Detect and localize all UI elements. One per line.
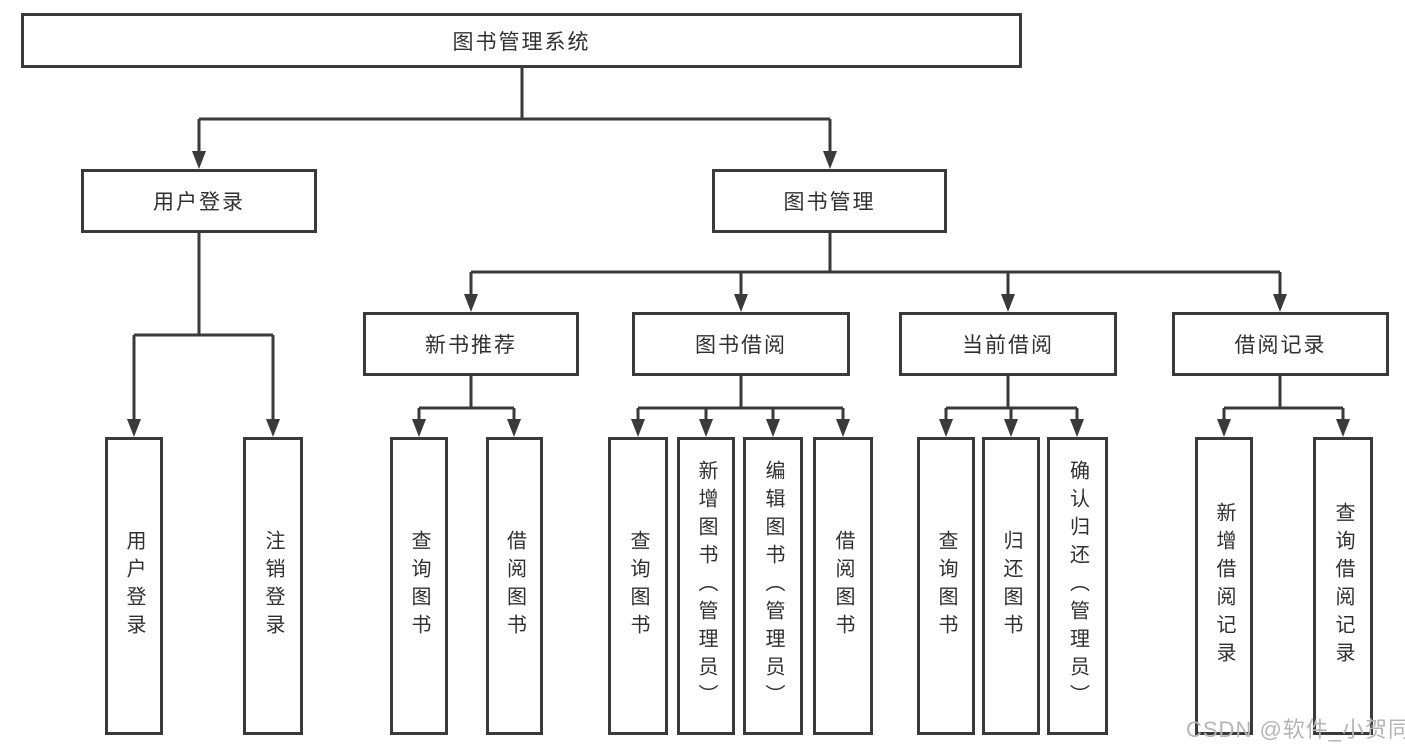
node-label: 查询借阅记录 (1332, 502, 1354, 670)
node-book-borrowing: 图书借阅 (632, 312, 850, 376)
node-label: 注销登录 (262, 530, 284, 642)
node-label: 用户登录 (153, 191, 245, 214)
node-label: 借阅记录 (1234, 334, 1327, 357)
node-user-login: 用户登录 (81, 169, 317, 233)
node-label: 编辑图书（管理员） (762, 460, 784, 712)
node-label: 图书管理系统 (452, 30, 591, 54)
node-label: 确认归还（管理员） (1066, 460, 1089, 712)
node-label: 新增借阅记录 (1213, 502, 1235, 670)
node-library-management-system: 图书管理系统 (21, 13, 1022, 68)
leaf-query-books: 查询图书 (917, 437, 975, 735)
node-label: 查询图书 (935, 530, 957, 642)
node-label: 查询图书 (627, 530, 649, 642)
node-current-borrowing: 当前借阅 (899, 312, 1117, 376)
node-label: 借阅图书 (503, 530, 526, 642)
leaf-query-books: 查询图书 (608, 437, 668, 735)
node-label: 查询图书 (408, 530, 430, 642)
leaf-edit-book-admin: 编辑图书（管理员） (743, 437, 803, 735)
node-new-book-recommendation: 新书推荐 (363, 312, 579, 376)
leaf-confirm-return-admin: 确认归还（管理员） (1047, 437, 1108, 735)
node-label: 用户登录 (123, 530, 145, 642)
leaf-borrow-books: 借阅图书 (813, 437, 873, 735)
node-label: 借阅图书 (832, 530, 854, 642)
node-label: 新书推荐 (425, 334, 517, 357)
node-label: 当前借阅 (962, 334, 1054, 357)
leaf-return-books: 归还图书 (982, 437, 1040, 735)
csdn-watermark: CSDN @软件_小贺同学 (1186, 717, 1405, 742)
leaf-add-book-admin: 新增图书（管理员） (677, 437, 735, 735)
leaf-query-borrowing-record: 查询借阅记录 (1313, 437, 1373, 735)
node-book-management: 图书管理 (712, 169, 947, 233)
leaf-query-books: 查询图书 (390, 437, 448, 735)
leaf-add-borrowing-record: 新增借阅记录 (1195, 437, 1253, 735)
leaf-borrow-books: 借阅图书 (486, 437, 543, 735)
node-label: 新增图书（管理员） (695, 460, 717, 712)
node-borrowing-records: 借阅记录 (1172, 312, 1389, 376)
node-label: 图书管理 (783, 191, 876, 214)
leaf-logout: 注销登录 (243, 437, 303, 735)
node-label: 图书借阅 (695, 334, 787, 357)
leaf-user-login: 用户登录 (105, 437, 163, 735)
node-label: 归还图书 (1000, 530, 1022, 642)
